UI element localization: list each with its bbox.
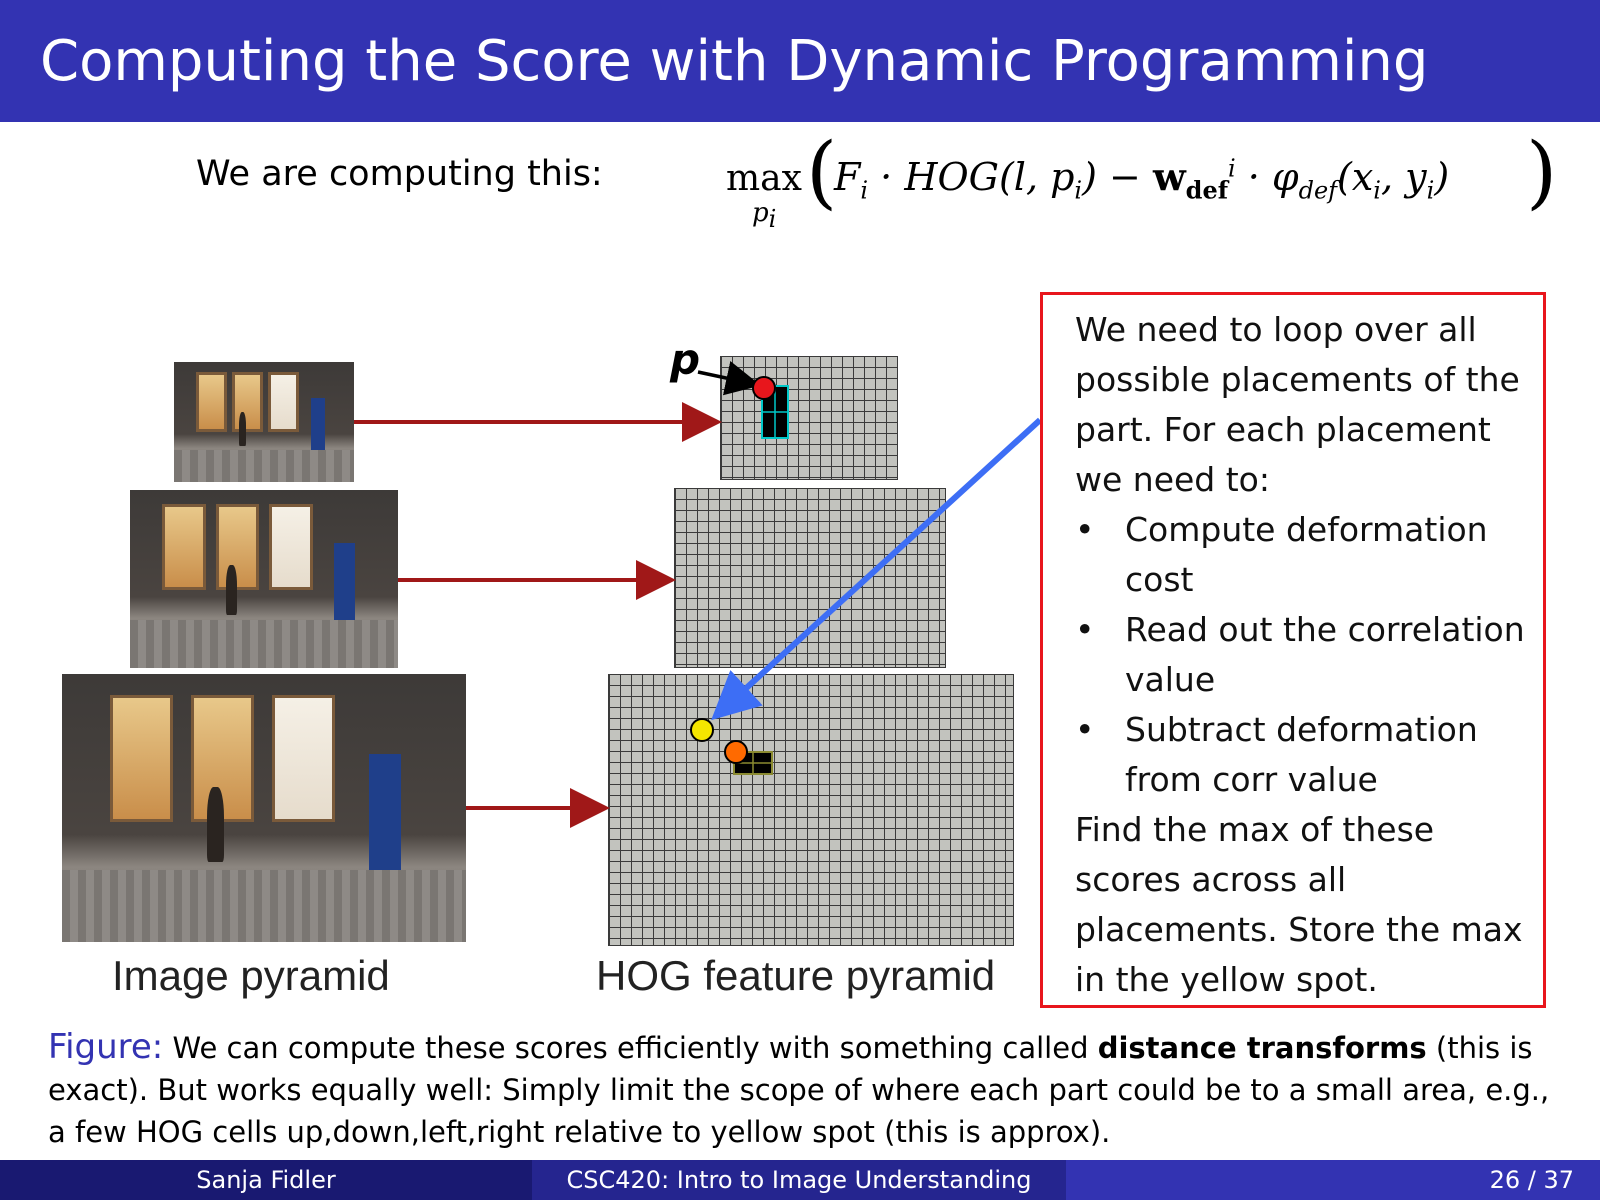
red-dot [752, 376, 776, 400]
caption-figure-label: Figure: [48, 1027, 164, 1067]
photo-window [162, 504, 206, 591]
score-formula: max pi ( Fi · HOG(l, pi) − wdefi · φdef(… [726, 132, 1557, 236]
formula-phi: φ [1271, 155, 1299, 199]
photo-window [272, 695, 335, 823]
photo-window [195, 371, 227, 432]
photo-door [333, 543, 356, 624]
callout-bullet: Compute deformation cost [1075, 505, 1545, 605]
formula-F: F [834, 155, 861, 199]
formula-x-i: i [1373, 176, 1381, 205]
formula-p-i: i [1074, 176, 1083, 205]
caption-text-after: (this is exact). But works equally well:… [48, 1031, 1550, 1149]
figure-caption: Figure: We can compute these scores effi… [48, 1026, 1568, 1153]
formula-body: Fi · HOG(l, pi) − wdefi · φdef(xi, yi) [834, 154, 1449, 205]
footer-author: Sanja Fidler [0, 1160, 532, 1200]
formula-sub-i: i [768, 205, 777, 234]
formula-w: w [1152, 154, 1186, 199]
photo-person [207, 786, 224, 862]
formula-subscript: pi [752, 198, 776, 233]
photo-person [226, 564, 238, 615]
pyramid-photo-small [174, 362, 354, 482]
photo-door [310, 398, 326, 452]
slide-title: Computing the Score with Dynamic Program… [40, 29, 1429, 94]
callout-bullet: Subtract deformation from corr value [1075, 705, 1545, 805]
orange-dot [724, 740, 748, 764]
caption-bold: distance transforms [1097, 1031, 1427, 1065]
image-pyramid-label: Image pyramid [112, 952, 390, 999]
photo-ground [130, 619, 398, 668]
formula-minus: ) − [1082, 155, 1153, 199]
footer-page-number: 26 / 37 [1066, 1160, 1600, 1200]
formula-left-paren: ( [806, 125, 838, 218]
callout-arrow [711, 417, 1043, 721]
photo-window [267, 371, 299, 432]
formula-y-i: i [1426, 176, 1435, 205]
caption-text-before: We can compute these scores efficiently … [172, 1031, 1089, 1065]
yellow-dot [690, 718, 714, 742]
callout-bullet-list: Compute deformation cost Read out the co… [1075, 505, 1545, 805]
formula-sub-p: p [752, 198, 769, 228]
formula-args-x: (x [1337, 155, 1374, 199]
formula-phi-def: def [1298, 176, 1338, 205]
hog-grid-large [608, 674, 1014, 946]
formula-dot: · [868, 155, 905, 199]
formula-w-def: def [1185, 175, 1229, 205]
callout-conclusion: Find the max of these scores across all … [1075, 810, 1523, 999]
formula-dot-2: · [1235, 155, 1272, 199]
footer-course: CSC420: Intro to Image Understanding [532, 1160, 1066, 1200]
photo-ground [174, 449, 354, 482]
intro-label: We are computing this: [196, 154, 603, 194]
formula-F-i: i [860, 176, 869, 205]
hog-pyramid-label: HOG feature pyramid [596, 952, 996, 999]
formula-hog: HOG(l, p [904, 155, 1075, 199]
callout-intro: We need to loop over all possible placem… [1075, 310, 1520, 499]
title-bar: Computing the Score with Dynamic Program… [0, 0, 1600, 122]
photo-window [231, 371, 263, 432]
photo-window [110, 695, 174, 823]
formula-max: max [726, 158, 802, 199]
formula-args-y: , y [1380, 155, 1427, 199]
photo-window [215, 504, 260, 591]
footer: Sanja Fidler CSC420: Intro to Image Unde… [0, 1160, 1600, 1200]
hog-grid-medium [674, 488, 946, 668]
callout-bullet: Read out the correlation value [1075, 605, 1545, 705]
photo-door [369, 754, 402, 875]
photo-window [269, 504, 313, 591]
photo-person [238, 412, 246, 446]
photo-ground [62, 869, 466, 942]
formula-args-close: ) [1434, 155, 1450, 199]
p-label: p [669, 335, 700, 384]
formula-right-paren: ) [1526, 125, 1558, 218]
callout-box: We need to loop over all possible placem… [1040, 292, 1546, 1008]
pyramid-photo-medium [130, 490, 398, 668]
formula-w-sup-i: i [1228, 154, 1236, 183]
p-pointer-arrow [697, 361, 761, 396]
pyramid-photo-large [62, 674, 466, 942]
callout-text: We need to loop over all possible placem… [1075, 305, 1545, 1005]
